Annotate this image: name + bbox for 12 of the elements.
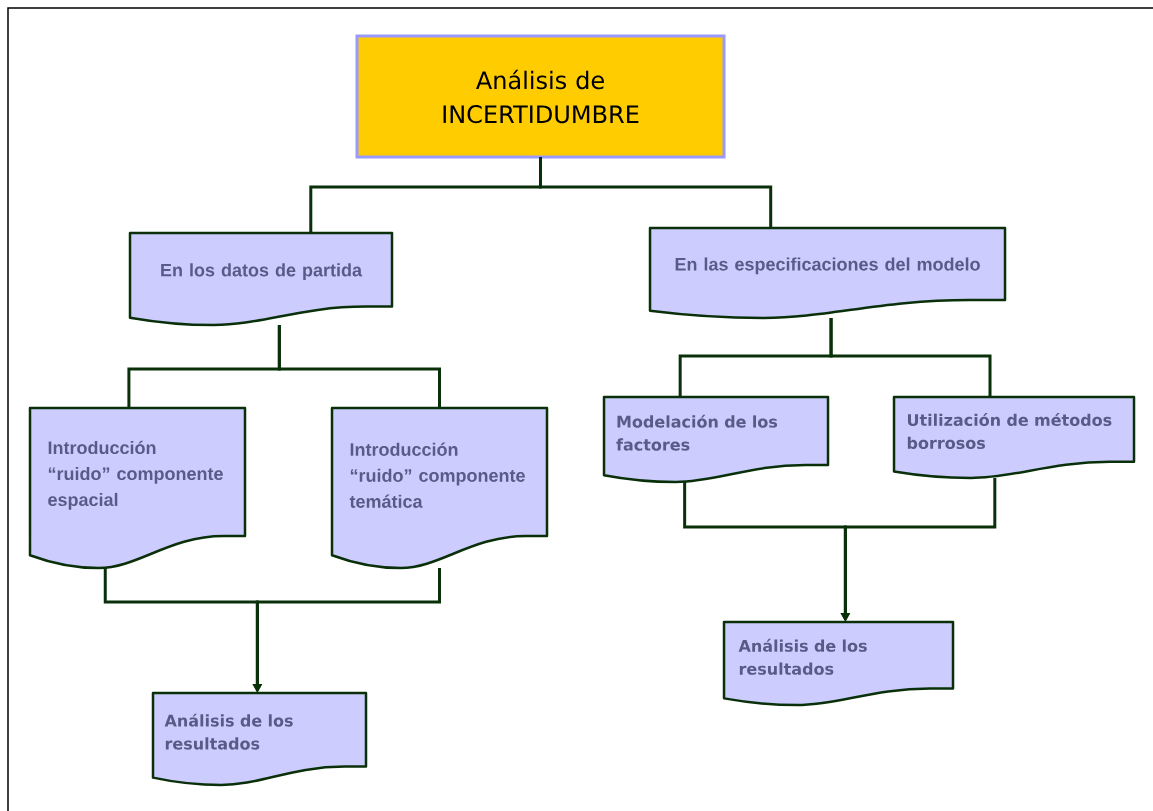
document-box: Modelación de los factores (602, 395, 830, 484)
document-box: Introducción “ruido” componente temática (330, 406, 549, 570)
connector (539, 157, 773, 228)
document-box: Análisis de los resultados (722, 620, 955, 707)
connector (829, 318, 992, 397)
document-box: Utilización de métodos borrosos (892, 395, 1136, 480)
title-box: Análisis de INCERTIDUMBRE (355, 34, 726, 159)
document-box: Introducción “ruido” componente espacial (28, 406, 247, 570)
document-box: En los datos de partida (128, 231, 394, 327)
document-box: En las especificaciones del modelo (648, 226, 1007, 320)
document-box: Análisis de los resultados (151, 691, 368, 787)
connector (277, 325, 441, 408)
